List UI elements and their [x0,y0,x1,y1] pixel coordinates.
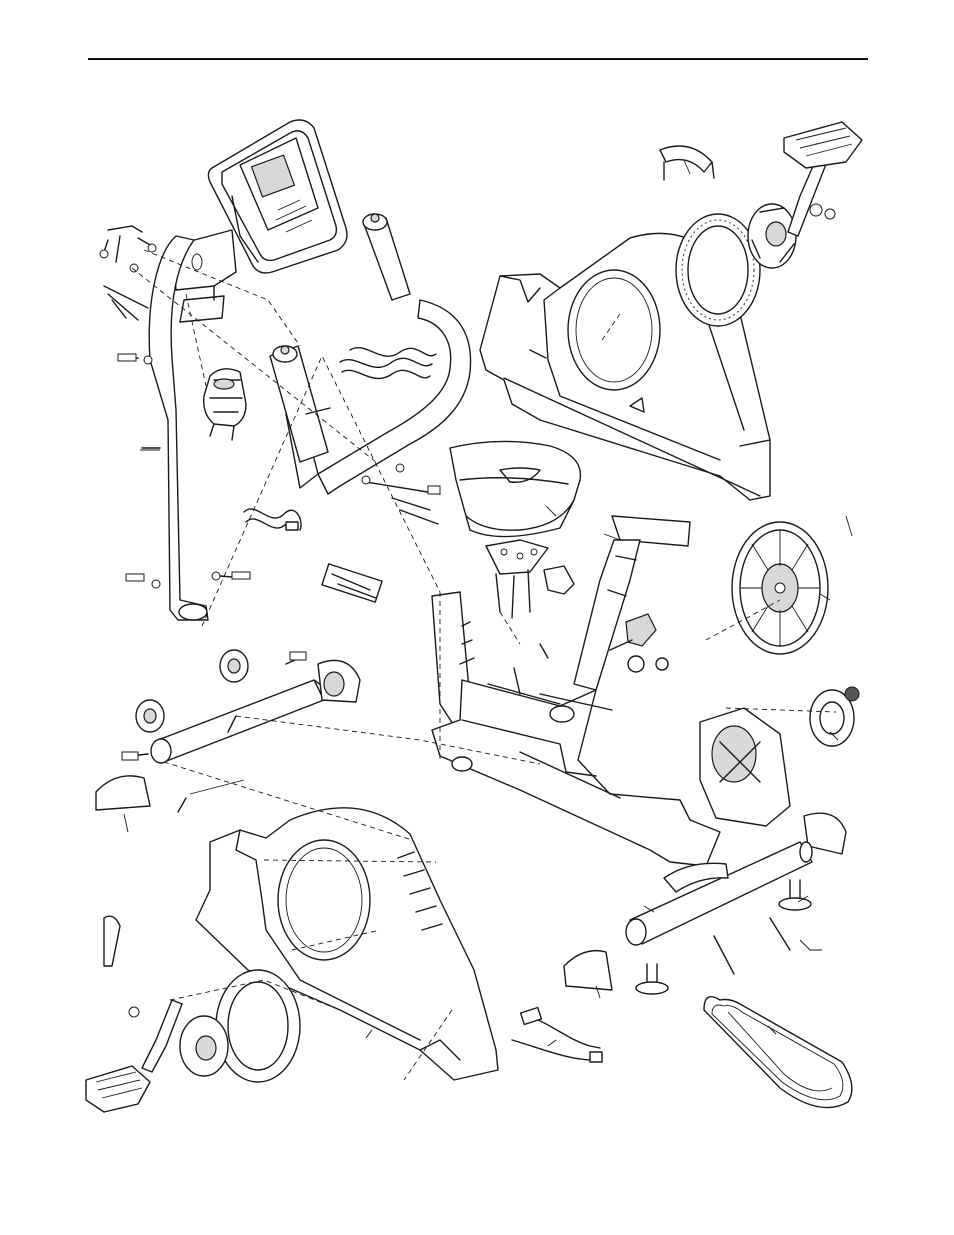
seat [450,441,580,536]
crank-arm [129,1000,182,1072]
drive-belt [704,997,852,1108]
wire-harness [512,1008,602,1062]
frame [432,592,720,866]
pulley [180,1016,228,1076]
disc-cover [216,970,300,1082]
rear-stabilizer [626,842,812,945]
disc-cover [676,214,760,326]
pedal-strap [104,916,120,966]
water-bottle-holder [204,369,246,440]
front-stabilizer [151,680,326,763]
pedal [86,1066,150,1112]
handlebar-upright [142,236,224,620]
screw [100,226,156,320]
pedal [784,122,862,168]
pedal-strap [660,146,714,180]
flywheel-housing [700,522,828,826]
pulley [748,204,796,268]
pulse-grip [270,346,330,462]
seat-carriage [486,540,548,618]
